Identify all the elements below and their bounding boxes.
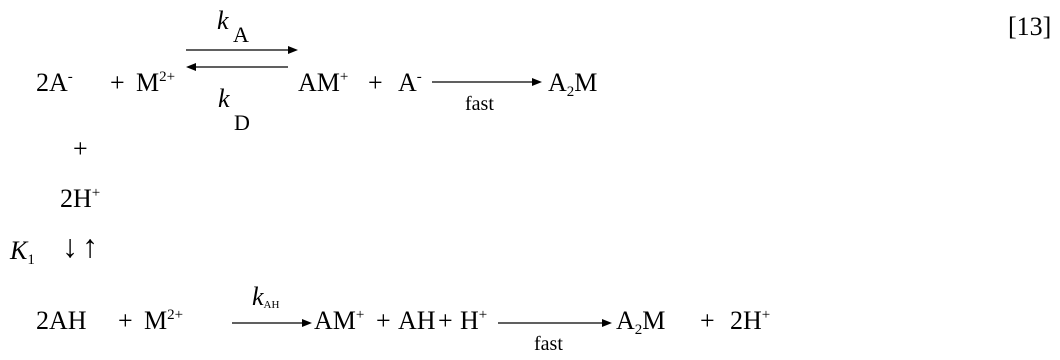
equation-number: [13]	[1008, 12, 1052, 41]
bottom-proton: H+	[460, 306, 488, 335]
vertical-plus: +	[73, 134, 88, 163]
reverse-rate-constant: k	[218, 84, 230, 113]
down-arrow: ↓	[62, 228, 78, 264]
bottom-product: A2M	[616, 306, 666, 338]
reverse-arrow-top-head	[186, 63, 196, 71]
top-fast-label: fast	[465, 93, 494, 115]
equilibrium-constant: K1	[10, 236, 35, 268]
bottom-rate-constant: kAH	[252, 282, 280, 311]
fast-arrow-bottom-head	[602, 319, 612, 327]
forward-rate-constant: k	[217, 6, 229, 35]
kah-arrow-bottom-head	[302, 319, 312, 327]
forward-arrow-top-head	[288, 46, 298, 54]
fast-arrow-top-head	[532, 78, 542, 86]
bottom-plus-2: +	[376, 306, 391, 335]
reverse-rate-subscript: D	[234, 110, 250, 135]
bottom-intermediate: AM+	[314, 306, 365, 335]
bottom-plus-3: +	[438, 306, 453, 335]
bottom-plus-4: +	[700, 306, 715, 335]
bottom-plus-1: +	[118, 306, 133, 335]
bottom-reactant: 2AH	[36, 306, 87, 335]
forward-rate-subscript: A	[233, 22, 249, 47]
bottom-acid: AH	[398, 306, 436, 335]
top-reactant-anion: 2A-	[36, 68, 73, 97]
top-product: A2M	[548, 68, 598, 100]
top-plus-2: +	[368, 68, 383, 97]
top-plus-1: +	[110, 68, 125, 97]
bottom-final-protons: 2H+	[730, 306, 771, 335]
bottom-metal: M2+	[144, 306, 184, 335]
top-intermediate: AM+	[298, 68, 349, 97]
top-metal: M2+	[136, 68, 176, 97]
bottom-fast-label: fast	[534, 333, 563, 355]
up-arrow: ↑	[82, 228, 98, 264]
top-anion-2: A-	[398, 68, 422, 97]
vertical-protons: 2H+	[60, 184, 101, 213]
